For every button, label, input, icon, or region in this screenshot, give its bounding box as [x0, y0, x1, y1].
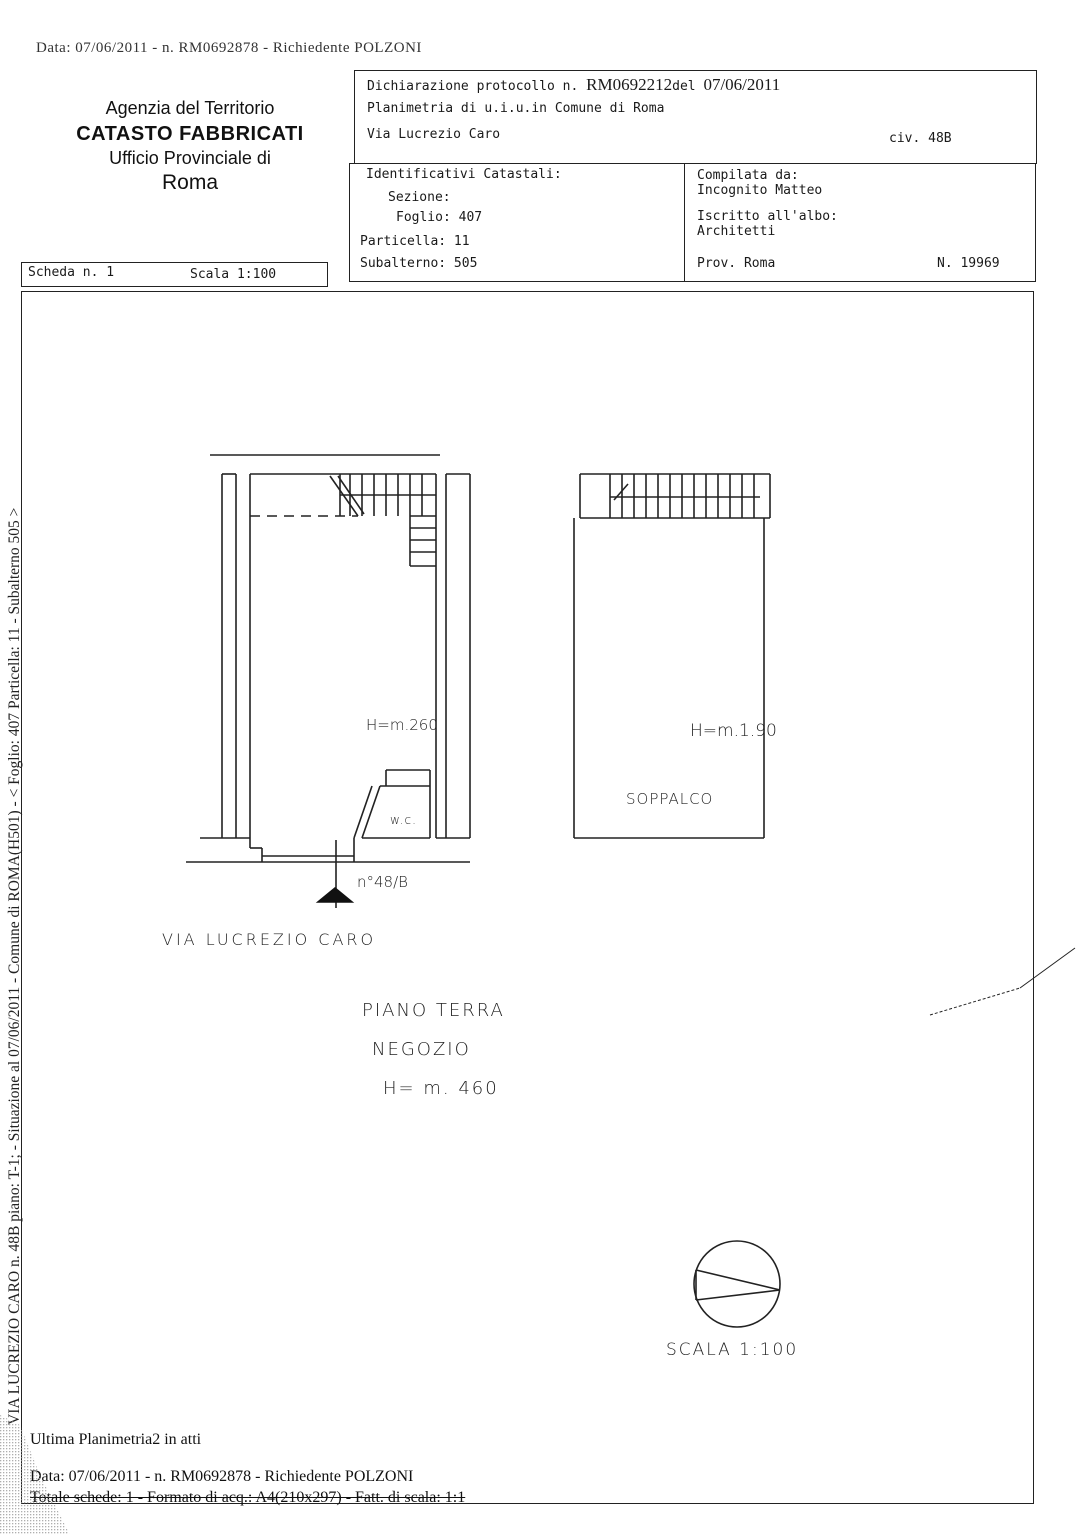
- del-label: del: [672, 79, 696, 94]
- planimetry-line: Planimetria di u.i.u.in Comune di Roma: [367, 101, 665, 116]
- scheda-number: Scheda n. 1: [28, 265, 115, 280]
- footer-line-3: Totale schede: 1 - Formato di acq.: A4(2…: [30, 1489, 466, 1506]
- soppalco-label: SOPPALCO: [626, 790, 714, 808]
- albo-number: N. 19969: [937, 256, 1000, 271]
- civic-number: civ. 48B: [889, 131, 952, 146]
- wc-label: w.c.: [390, 813, 417, 827]
- footer-line-1: Ultima Planimetria2 in atti: [30, 1431, 202, 1448]
- foglio: Foglio: 407: [396, 210, 483, 225]
- office-label: Ufficio Provinciale di: [109, 148, 271, 168]
- subalterno: Subalterno: 505: [360, 256, 478, 271]
- use-label: NEGOZIO: [372, 1039, 471, 1060]
- agency-block: Agenzia del Territorio CATASTO FABBRICAT…: [60, 98, 320, 195]
- footer-line-2: Data: 07/06/2011 - n. RM0692878 - Richie…: [30, 1468, 414, 1485]
- agency-name: Agenzia del Territorio: [105, 98, 275, 118]
- province: Prov. Roma: [697, 256, 776, 271]
- protocol-date: 07/06/2011: [703, 75, 781, 94]
- compilata-label: Compilata da:: [697, 168, 799, 183]
- scheda-box: Scheda n. 1 Scala 1:100: [21, 262, 328, 287]
- office-city: Roma: [161, 171, 219, 194]
- drawing-frame: [21, 291, 1034, 1504]
- entrance-number: n°48/B: [357, 873, 408, 891]
- side-identification-text: VIA LUCREZIO CARO n. 48B piano: T-1; - S…: [6, 507, 23, 1425]
- declaration-label: Dichiarazione protocollo n.: [367, 79, 579, 94]
- declaration-box: Dichiarazione protocollo n. RM0692212del…: [354, 70, 1037, 164]
- compiler-name: Incognito Matteo: [697, 183, 823, 198]
- scala-value: Scala 1:100: [190, 267, 277, 282]
- protocol-number: RM0692212: [586, 75, 673, 94]
- floor-label: PIANO TERRA: [362, 1000, 505, 1021]
- scale-label: SCALA 1:100: [666, 1340, 799, 1360]
- mezzanine-height-label: H=m.1.90: [690, 721, 777, 741]
- street-label: VIA LUCREZIO CARO: [162, 930, 377, 949]
- ground-height-label: H=m.260: [366, 716, 438, 734]
- identifiers-title: Identificativi Catastali:: [366, 167, 562, 182]
- top-cut-header: Data: 07/06/2011 - n. RM0692878 - Richie…: [36, 40, 422, 56]
- iscritto-label: Iscritto all'albo:: [697, 209, 838, 224]
- particella: Particella: 11: [360, 234, 470, 249]
- scan-corner-shading: [0, 1415, 70, 1535]
- catasto-title: CATASTO FABBRICATI: [76, 123, 304, 145]
- total-height-label: H= m. 460: [383, 1078, 499, 1099]
- sezione: Sezione:: [388, 190, 451, 205]
- declaration-line: Dichiarazione protocollo n. RM0692212del…: [367, 75, 780, 95]
- compiler-box: Compilata da: Incognito Matteo Iscritto …: [684, 163, 1036, 282]
- street-line: Via Lucrezio Caro: [367, 127, 501, 142]
- albo-value: Architetti: [697, 224, 776, 239]
